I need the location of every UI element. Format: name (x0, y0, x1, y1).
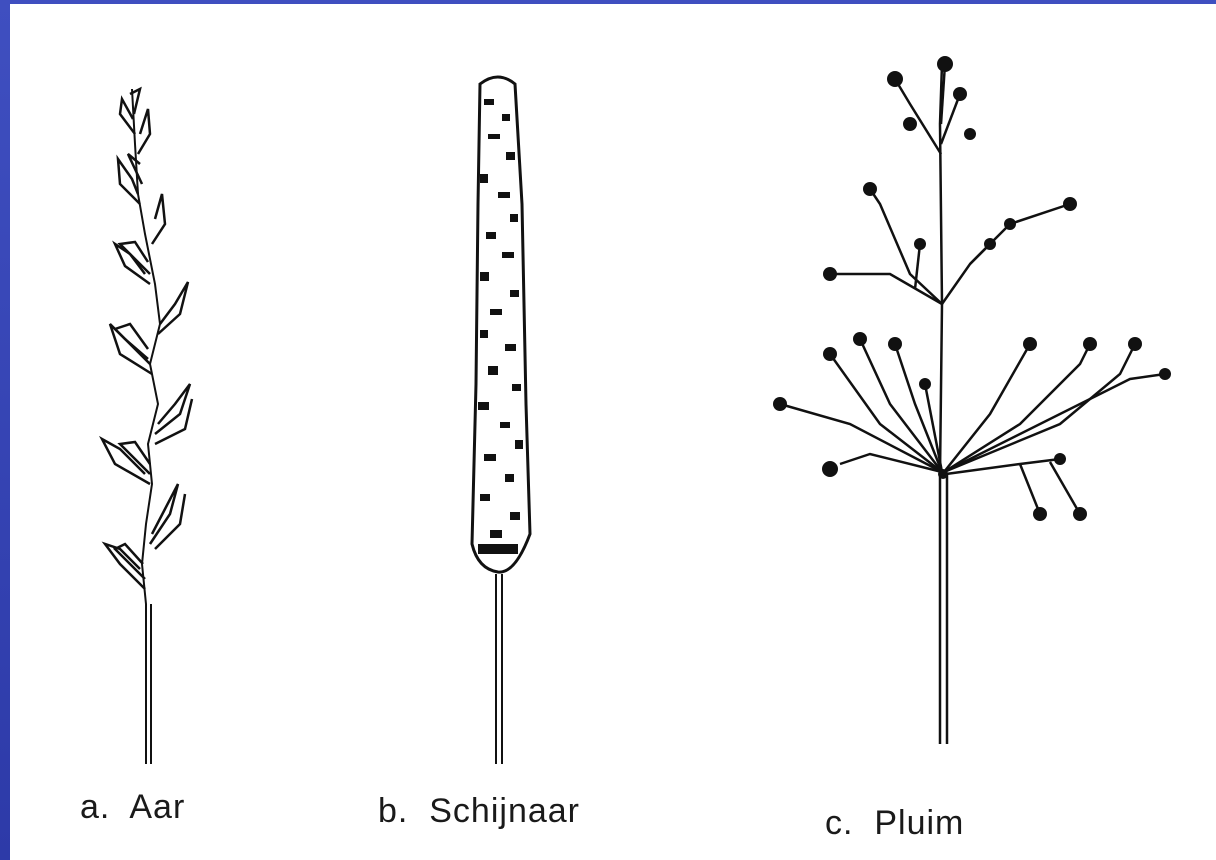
false-spike-illustration (472, 77, 530, 764)
spike-illustration (102, 89, 192, 764)
slide-canvas: a. Aar b. Schijnaar c. Pluim (10, 4, 1216, 860)
caption-panicle: c. Pluim (825, 804, 964, 843)
panicle-illustration (773, 56, 1171, 744)
inflorescence-drawings (10, 4, 1216, 860)
caption-spike: a. Aar (80, 788, 185, 827)
caption-false-spike: b. Schijnaar (378, 792, 580, 831)
